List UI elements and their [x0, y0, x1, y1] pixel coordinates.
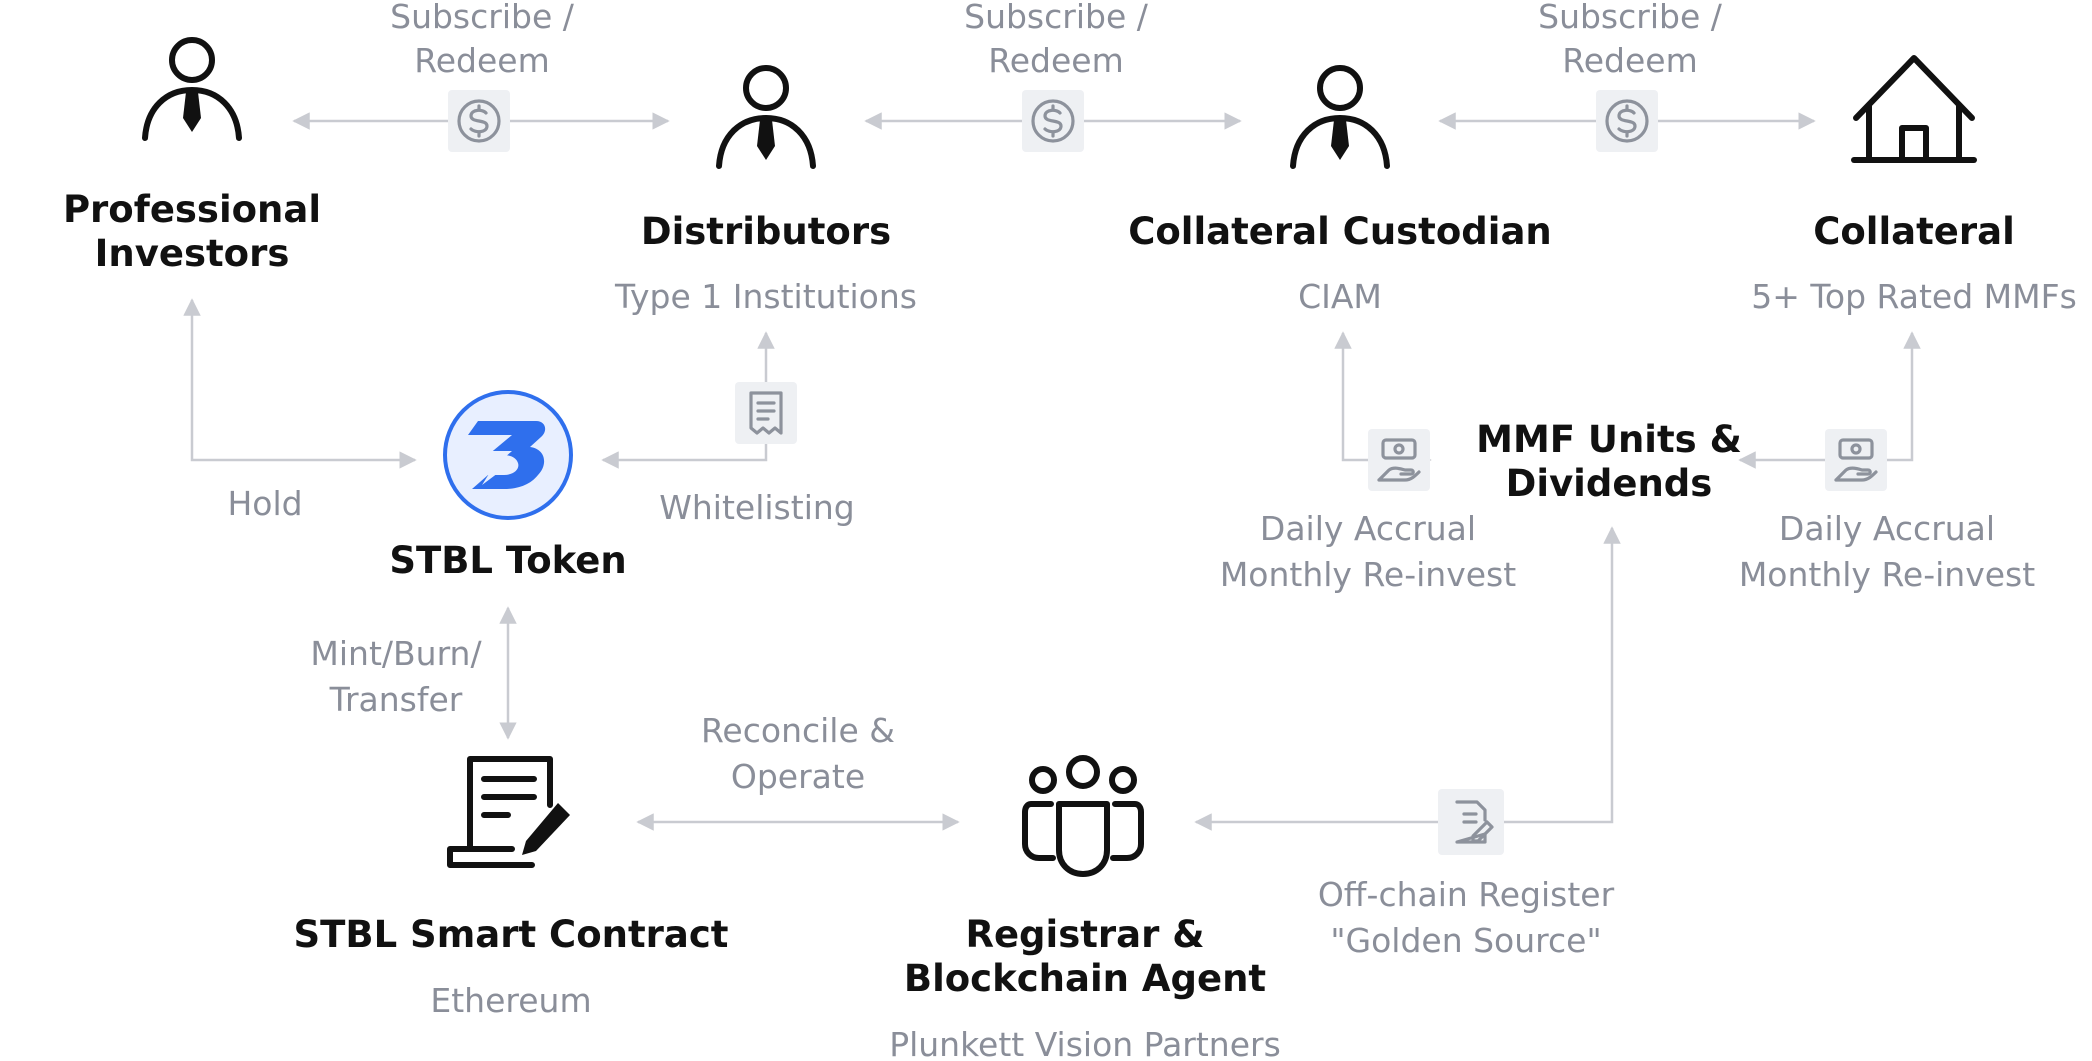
person-icon	[142, 37, 242, 141]
collateral-title: Collateral	[1813, 210, 2015, 253]
smart-contract-title: STBL Smart Contract	[294, 913, 729, 956]
dollar-coin-icon	[448, 90, 510, 152]
collateral-subtitle: 5+ Top Rated MMFs	[1751, 277, 2077, 316]
receipt-icon	[735, 382, 797, 444]
cash-hand-icon	[1825, 429, 1887, 491]
person-icon	[1290, 65, 1390, 169]
accrual-left-label-2: Monthly Re-invest	[1220, 555, 1516, 594]
accrual-right-label: Daily Accrual	[1779, 509, 1995, 548]
distributors-title: Distributors	[641, 210, 891, 253]
mmf-units-title: MMF Units &	[1476, 418, 1742, 461]
subscribe-redeem-label-2: Redeem	[1562, 41, 1697, 80]
register-label: Off-chain Register	[1318, 875, 1615, 914]
subscribe-redeem-label-2: Redeem	[988, 41, 1123, 80]
dollar-coin-icon	[1596, 90, 1658, 152]
person-icon	[716, 65, 816, 169]
connector-hold	[183, 298, 417, 469]
registrar-title-2: Blockchain Agent	[904, 957, 1266, 1000]
team-icon	[1022, 755, 1144, 877]
dollar-coin-icon	[1022, 90, 1084, 152]
contract-pen-icon	[447, 756, 570, 868]
smart-contract-subtitle: Ethereum	[430, 981, 591, 1020]
registrar-subtitle: Plunkett Vision Partners	[889, 1025, 1281, 1061]
accrual-left-label: Daily Accrual	[1260, 509, 1476, 548]
collateral-custodian-subtitle: CIAM	[1298, 277, 1382, 316]
accrual-right-label-2: Monthly Re-invest	[1739, 555, 2035, 594]
subscribe-redeem-label: Subscribe /	[390, 0, 575, 36]
distributors-subtitle: Type 1 Institutions	[614, 277, 917, 316]
subscribe-redeem-label-2: Redeem	[414, 41, 549, 80]
subscribe-redeem-label: Subscribe /	[964, 0, 1149, 36]
connector-accrual-right	[1738, 331, 1921, 469]
connector-whitelisting	[601, 331, 775, 469]
register-label-2: "Golden Source"	[1330, 921, 1601, 960]
reconcile-label-2: Operate	[731, 757, 865, 796]
mmf-units-title-2: Dividends	[1506, 462, 1713, 505]
registrar-title: Registrar &	[965, 913, 1204, 956]
collateral-custodian-title: Collateral Custodian	[1128, 210, 1552, 253]
professional-investors-title-2: Investors	[95, 232, 290, 275]
reconcile-label: Reconcile &	[701, 711, 895, 750]
professional-investors-title: Professional	[63, 188, 321, 231]
mint-label: Mint/Burn/	[310, 634, 482, 673]
hold-label: Hold	[227, 484, 302, 523]
document-edit-icon	[1438, 789, 1504, 855]
connectors	[183, 112, 1921, 831]
stbl-logo-icon	[443, 390, 573, 520]
stbl-token-title: STBL Token	[389, 539, 626, 582]
connector-register	[1194, 526, 1621, 831]
subscribe-redeem-label: Subscribe /	[1538, 0, 1723, 36]
house-icon	[1851, 55, 1977, 163]
mint-label-2: Transfer	[329, 680, 463, 719]
whitelisting-label: Whitelisting	[659, 488, 854, 527]
cash-hand-icon	[1368, 429, 1430, 491]
